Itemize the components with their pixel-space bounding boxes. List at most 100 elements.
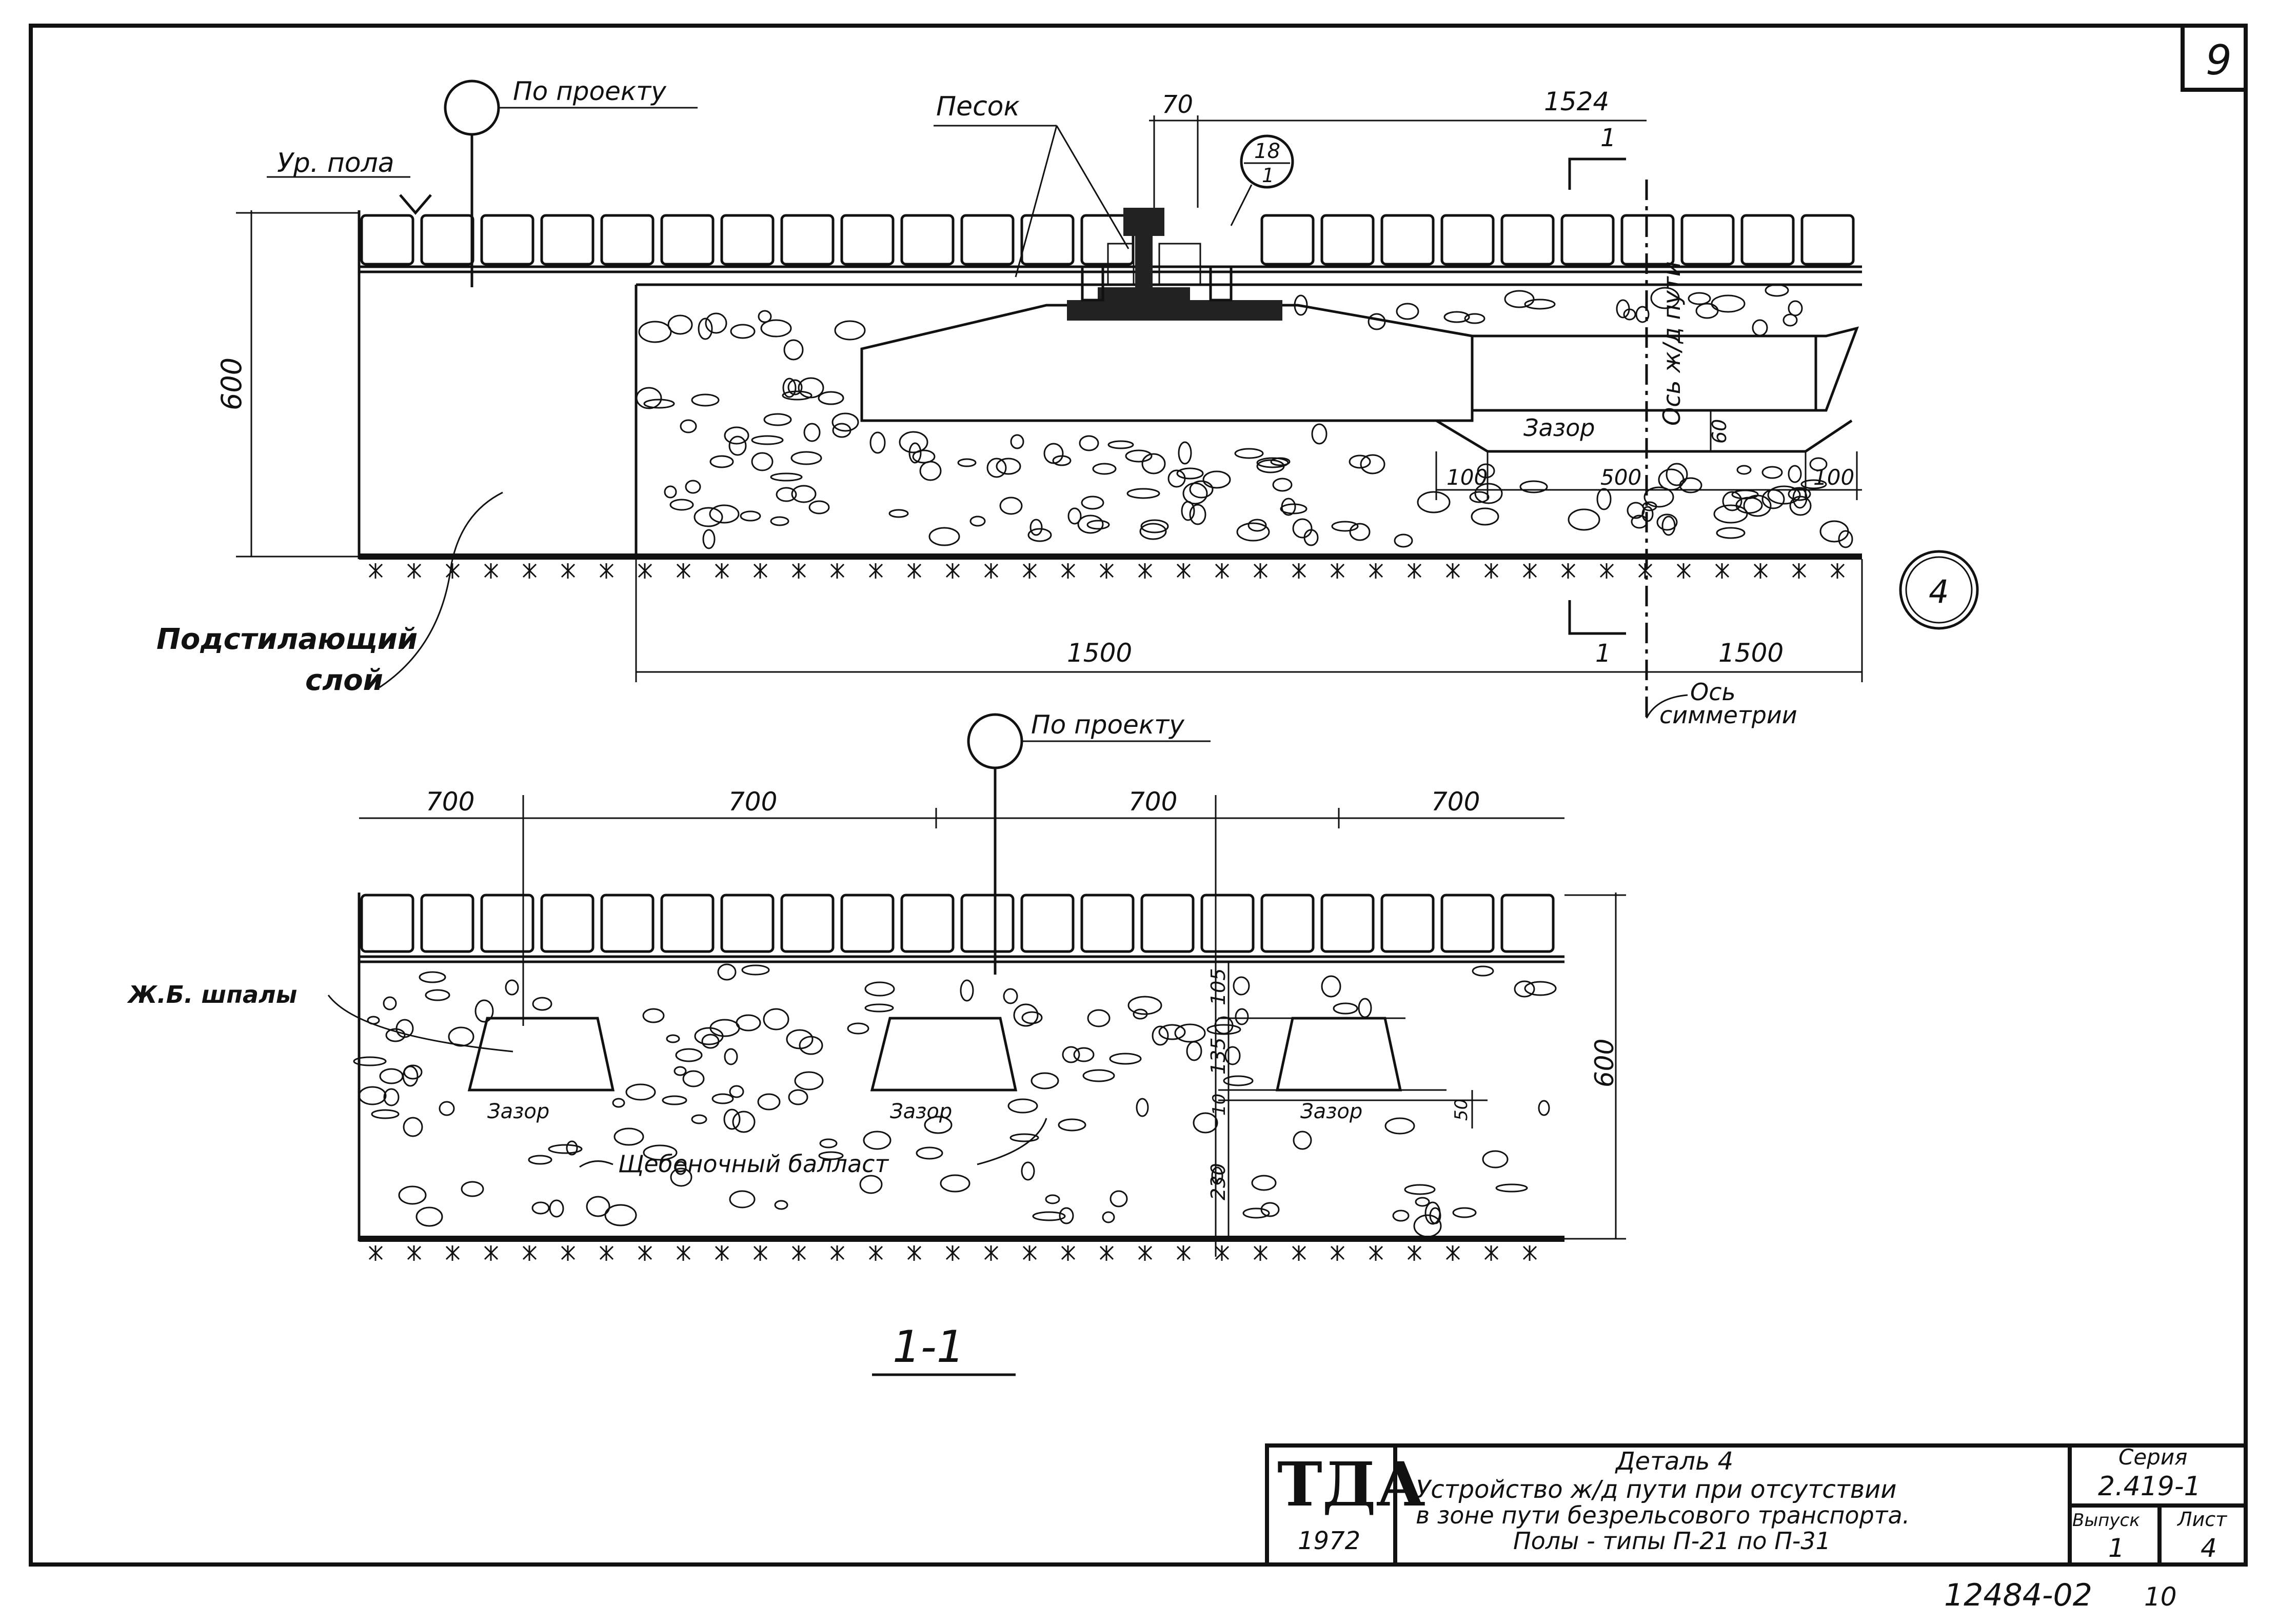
ballast-stone: [1396, 303, 1419, 320]
detail-circle-label: 4: [1929, 573, 1949, 610]
ballast-stone: [1270, 457, 1291, 466]
ballast-stone: [1189, 504, 1206, 525]
hatch-mark: [1676, 563, 1691, 579]
hatch-mark: [1253, 1245, 1268, 1261]
ballast-stone: [818, 1151, 844, 1160]
ballast-stone: [1052, 455, 1072, 466]
ballast-stone: [1293, 1131, 1312, 1150]
floor-tile: [1560, 214, 1615, 266]
hatch-mark: [1022, 1245, 1037, 1261]
hatch-mark: [1369, 563, 1383, 579]
ballast-stone: [1110, 1190, 1128, 1207]
ballast-stone: [439, 1101, 455, 1116]
series-value: 2.419-1: [2098, 1471, 2201, 1502]
floor-tile: [720, 214, 775, 266]
ballast-stone: [808, 500, 830, 514]
ballast-stone: [1211, 1166, 1223, 1185]
floor-tile: [1080, 894, 1135, 953]
floor-tile: [1440, 894, 1495, 953]
ballast-stone: [1765, 284, 1789, 297]
ballast-stone: [1294, 294, 1308, 316]
ballast-stone: [1635, 306, 1650, 323]
floor-tile: [540, 214, 595, 266]
ballast-stone: [1471, 507, 1499, 526]
ballast-stone: [385, 1028, 406, 1042]
gap-label-top: Зазор: [1523, 414, 1595, 442]
title-line-3: Полы - типы П-21 по П-31: [1513, 1527, 1831, 1555]
hatch-mark: [1561, 563, 1576, 579]
ballast-stone: [791, 485, 817, 503]
ballast-stone: [403, 1117, 423, 1137]
ballast-stone: [1077, 514, 1104, 534]
ballast-stone: [680, 419, 697, 433]
hatch-mark: [715, 563, 729, 579]
ballast-stone: [528, 1155, 552, 1165]
ballast-stone: [691, 1114, 707, 1124]
ballast-stone: [1650, 287, 1680, 309]
ballast-stone: [1368, 313, 1386, 330]
section-mark-bottom: 1: [1595, 639, 1611, 668]
dim-100-left: 100: [1447, 465, 1488, 490]
hatch-mark: [1715, 563, 1730, 579]
floor-tile: [1320, 894, 1375, 953]
ballast-stone: [730, 324, 756, 339]
floor-tile: [1260, 214, 1315, 266]
ballast-stone: [1081, 496, 1104, 510]
ballast-stone: [999, 497, 1023, 515]
hatch-mark: [830, 563, 845, 579]
ballast-stone: [1079, 435, 1099, 451]
hatch-mark: [484, 1245, 499, 1261]
ballast-stone: [701, 1034, 720, 1049]
floor-tile: [600, 214, 655, 266]
hatch-mark: [907, 563, 922, 579]
ballast-stone: [818, 391, 844, 405]
title-line-2: в зоне пути безрельсового транспорта.: [1416, 1501, 1910, 1529]
ballast-stone: [960, 979, 974, 1002]
ballast-stone: [566, 1140, 578, 1156]
floor-tile: [900, 214, 955, 266]
dim-70-label: 70: [1162, 90, 1193, 119]
ballast-stone: [448, 1026, 474, 1047]
hatch-mark: [945, 563, 960, 579]
ballast-stone: [774, 1200, 788, 1210]
ballast-stone: [1062, 1046, 1080, 1063]
ballast-stone: [1519, 480, 1548, 493]
ballast-stone: [728, 435, 747, 456]
ballast-stone: [419, 971, 446, 983]
clamp-left: [1081, 265, 1104, 302]
ballast-stone: [709, 504, 740, 524]
ballast-stone: [899, 431, 928, 453]
ballast-stone: [1504, 290, 1535, 308]
ballast-stone: [1224, 1046, 1241, 1065]
ballast-stone: [642, 1008, 665, 1023]
ballast-stone: [415, 1206, 443, 1227]
hatch-mark: [1484, 563, 1499, 579]
ballast-stone: [1058, 1118, 1086, 1132]
ballast-stone: [402, 1065, 419, 1087]
hatch-mark: [1792, 563, 1807, 579]
dim-1500-left-label: 1500: [1067, 638, 1132, 668]
ballast-stone: [705, 312, 727, 334]
ballast-stone: [1782, 313, 1798, 327]
per-project-label-bottom: По проекту: [1031, 710, 1185, 740]
dim-50: 50: [1451, 1099, 1472, 1121]
ballast-stone: [799, 1036, 823, 1055]
ballast-stone: [790, 451, 822, 465]
ballast-stone: [1413, 1214, 1442, 1238]
hatch-mark: [945, 1245, 960, 1261]
ballast-stone: [751, 452, 774, 471]
hatch-mark: [599, 563, 614, 579]
ballast-stone: [1167, 469, 1186, 488]
ballast-stone: [729, 1085, 744, 1098]
ballast-stone: [1234, 448, 1264, 459]
dim-600-label: 600: [215, 358, 248, 410]
ballast-stone: [1109, 1053, 1142, 1065]
sleeper-label: Ж.Б. шпалы: [127, 981, 297, 1008]
ballast-stone: [1392, 1210, 1410, 1222]
hatch-mark: [868, 563, 883, 579]
sand-leader-1: [1015, 125, 1058, 278]
floor-tile: [480, 214, 534, 266]
ballast-stone: [732, 1111, 756, 1133]
hatch-mark: [715, 1245, 729, 1261]
